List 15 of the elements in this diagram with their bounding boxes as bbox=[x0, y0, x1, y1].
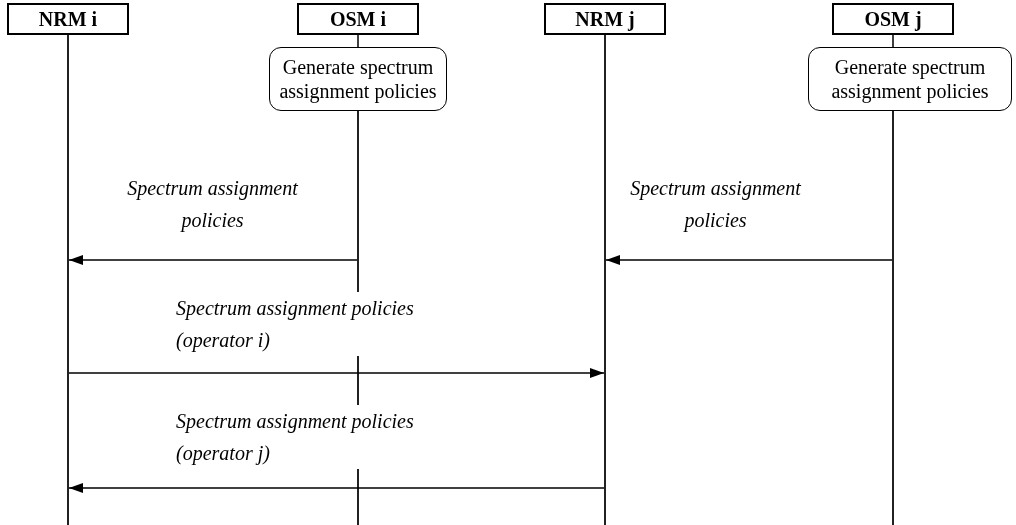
message-arrow bbox=[68, 255, 358, 265]
message-arrow bbox=[68, 368, 605, 378]
process-box: Generate spectrum assignment policies bbox=[808, 47, 1012, 111]
participant-box: NRM j bbox=[544, 3, 666, 35]
participant-box: OSM i bbox=[297, 3, 419, 35]
participant-box: OSM j bbox=[832, 3, 954, 35]
lifeline-segment bbox=[892, 34, 894, 48]
message-arrow bbox=[68, 483, 605, 493]
lifeline bbox=[67, 35, 69, 525]
process-box: Generate spectrum assignment policies bbox=[269, 47, 447, 111]
lifeline bbox=[604, 35, 606, 525]
participant-box: NRM i bbox=[7, 3, 129, 35]
lifeline bbox=[892, 111, 894, 525]
lifeline-segment bbox=[357, 34, 359, 48]
message-arrow bbox=[605, 255, 893, 265]
